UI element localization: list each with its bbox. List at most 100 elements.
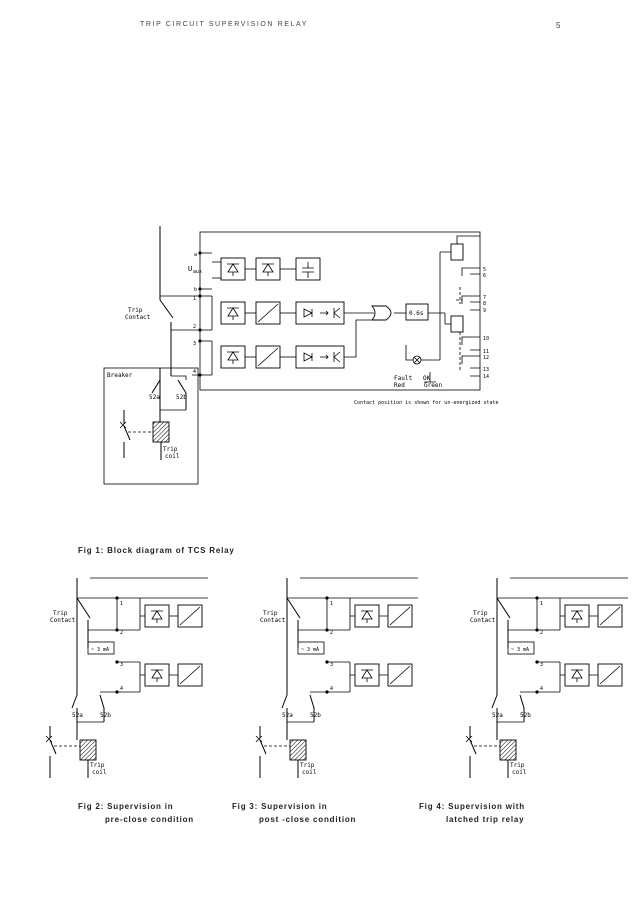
coil-label: coil bbox=[512, 769, 527, 776]
terminal-4: 4 bbox=[540, 686, 543, 692]
terminal-11: 11 bbox=[483, 349, 489, 355]
rectifier-block bbox=[354, 604, 380, 628]
terminal-3: 3 bbox=[193, 341, 196, 347]
rectifier-block bbox=[144, 604, 170, 628]
terminal-12: 12 bbox=[483, 355, 489, 361]
fig1-note: Contact position is shown for un-energiz… bbox=[354, 400, 499, 406]
contact-label: Contact bbox=[470, 617, 496, 624]
fig4-caption: Fig 4: Supervision with latched trip rel… bbox=[419, 802, 525, 824]
terminal-1: 1 bbox=[193, 296, 196, 302]
terminal-3: 3 bbox=[540, 662, 543, 668]
terminal-2: 2 bbox=[120, 630, 123, 636]
trip-coil-label: Trip bbox=[510, 762, 525, 769]
fig3-caption: Fig 3: Supervision in post -close condit… bbox=[232, 802, 356, 824]
trip-label: Trip bbox=[473, 610, 488, 617]
terminal-7: 7 bbox=[483, 295, 486, 301]
relay-enclosure bbox=[199, 231, 481, 391]
fig2-caption-line1: Fig 2: Supervision in bbox=[78, 802, 174, 811]
trip-coil-label: Trip bbox=[90, 762, 105, 769]
fig2-caption: Fig 2: Supervision in pre-close conditio… bbox=[78, 802, 194, 824]
breaker-enclosure bbox=[103, 367, 199, 485]
trip-label: Trip bbox=[263, 610, 278, 617]
current-label: ~ 3 mA bbox=[511, 647, 529, 653]
terminal-3: 3 bbox=[120, 662, 123, 668]
fig1-label-breaker: Breaker bbox=[107, 372, 133, 379]
52a-label: 52a bbox=[492, 712, 503, 719]
52a-label: 52a bbox=[282, 712, 293, 719]
fig3-caption-line2: post -close condition bbox=[259, 815, 357, 824]
terminal-14: 14 bbox=[483, 374, 489, 380]
contact-label: Contact bbox=[260, 617, 286, 624]
rectifier-block-2 bbox=[220, 345, 246, 369]
terminal-4: 4 bbox=[193, 369, 196, 375]
terminal-13: 13 bbox=[483, 367, 489, 373]
contact-label: Contact bbox=[50, 617, 76, 624]
terminal-1: 1 bbox=[540, 601, 543, 607]
fig1-label-uaux-sub: aux bbox=[193, 269, 202, 275]
page-header-title: TRIP CIRCUIT SUPERVISION RELAY bbox=[140, 21, 309, 28]
coil-label: coil bbox=[302, 769, 317, 776]
terminal-4: 4 bbox=[330, 686, 333, 692]
coil-label: coil bbox=[92, 769, 107, 776]
rectifier-block bbox=[144, 663, 170, 687]
rectifier-block bbox=[564, 604, 590, 628]
fig4-caption-line2: latched trip relay bbox=[446, 815, 525, 824]
fig2-caption-line2: pre-close condition bbox=[105, 815, 194, 824]
52b-label: 52b bbox=[100, 712, 111, 719]
fig1-label-red: Red bbox=[394, 382, 405, 389]
fig1-label-trip: Trip bbox=[128, 307, 143, 314]
fig1-label-uaux: U bbox=[188, 265, 192, 273]
fig1-label-52b: 52b bbox=[176, 394, 187, 401]
fig1-caption: Fig 1: Block diagram of TCS Relay bbox=[78, 546, 235, 555]
rectifier-block-1 bbox=[220, 301, 246, 325]
terminal-8: 8 bbox=[483, 301, 486, 307]
fig3-caption-line1: Fig 3: Supervision in bbox=[232, 802, 328, 811]
fig1-label-fault: Fault bbox=[394, 375, 412, 382]
terminal-1: 1 bbox=[120, 601, 123, 607]
rectifier-block-aux bbox=[220, 257, 246, 281]
fig4-caption-line1: Fig 4: Supervision with bbox=[419, 802, 525, 811]
52b-label: 52b bbox=[520, 712, 531, 719]
fig1-label-timer: 0.6s bbox=[409, 310, 424, 317]
current-label: ~ 3 mA bbox=[91, 647, 109, 653]
output-relay-1 bbox=[450, 243, 464, 261]
terminal-2: 2 bbox=[540, 630, 543, 636]
terminal-10: 10 bbox=[483, 336, 489, 342]
rectifier-block bbox=[564, 663, 590, 687]
output-relay-2 bbox=[450, 315, 464, 333]
terminal-1: 1 bbox=[330, 601, 333, 607]
regulator-block bbox=[255, 257, 281, 281]
page-number: 5 bbox=[556, 21, 561, 30]
52a-label: 52a bbox=[72, 712, 83, 719]
52b-label: 52b bbox=[310, 712, 321, 719]
timer-block bbox=[405, 303, 429, 321]
fig1-label-contact: Contact bbox=[125, 314, 151, 321]
logic-gate bbox=[371, 305, 392, 321]
rectifier-block bbox=[354, 663, 380, 687]
trip-coil bbox=[289, 739, 307, 761]
fig1-block-diagram bbox=[103, 226, 481, 485]
terminal-2: 2 bbox=[193, 324, 196, 330]
trip-coil bbox=[499, 739, 517, 761]
current-label: ~ 3 mA bbox=[301, 647, 319, 653]
trip-coil-label: Trip bbox=[300, 762, 315, 769]
terminal-5: 5 bbox=[483, 267, 486, 273]
fig1-label-trip-coil: Trip bbox=[163, 446, 178, 453]
terminal-6: 6 bbox=[483, 273, 486, 279]
trip-coil bbox=[79, 739, 97, 761]
terminal-3: 3 bbox=[330, 662, 333, 668]
fig1-label-52a: 52a bbox=[149, 394, 160, 401]
fig1-label-ok: OK bbox=[423, 375, 431, 382]
terminal-9: 9 bbox=[483, 308, 486, 314]
terminal-2: 2 bbox=[330, 630, 333, 636]
terminal-a: a bbox=[194, 252, 197, 258]
trip-label: Trip bbox=[53, 610, 68, 617]
terminal-4: 4 bbox=[120, 686, 123, 692]
trip-coil-1 bbox=[152, 421, 170, 443]
fig1-label-green: Green bbox=[424, 382, 442, 389]
fig1-label-coil: coil bbox=[165, 453, 180, 460]
